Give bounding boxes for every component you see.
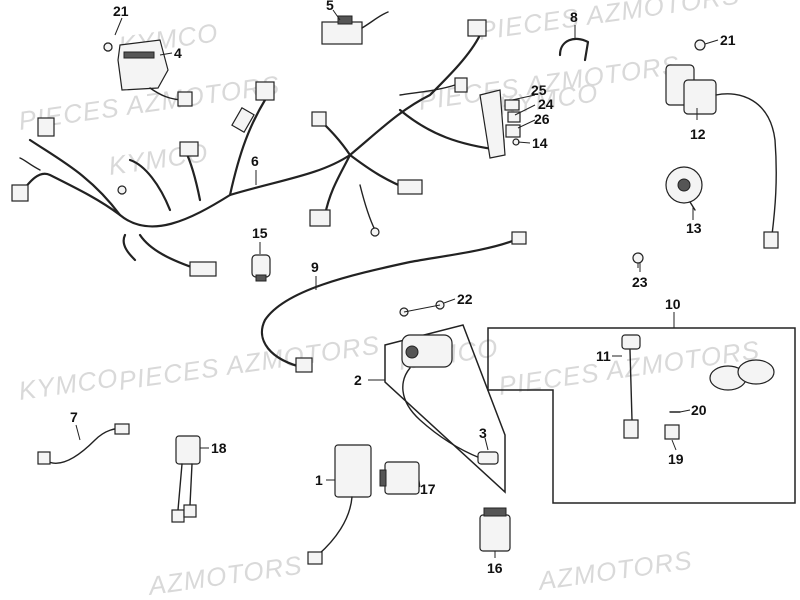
callout-21-right: 21 [720, 32, 736, 48]
callout-10: 10 [665, 296, 681, 312]
connector-icon [231, 107, 255, 133]
callout-9: 9 [311, 259, 319, 275]
relay-18 [171, 435, 201, 523]
starter-relay [479, 507, 511, 552]
horn [665, 166, 703, 211]
callout-3: 3 [479, 425, 487, 441]
callout-16: 16 [487, 560, 503, 576]
seal-icon [664, 424, 680, 440]
connector-icon [114, 423, 130, 435]
connector-icon [454, 77, 468, 93]
callout-labels: 21 4 5 6 8 21 12 13 25 24 26 14 15 9 23 … [70, 0, 736, 576]
connector-icon [467, 19, 487, 37]
nut-icon [694, 39, 706, 51]
terminal-icon [511, 231, 527, 245]
connector-icon [763, 231, 779, 249]
callout-24: 24 [538, 96, 554, 112]
terminal-icon [117, 185, 127, 195]
battery-cable [260, 231, 527, 373]
callout-2: 2 [354, 372, 362, 388]
ignition-switch [665, 39, 779, 249]
callout-11: 11 [596, 348, 611, 364]
callout-14: 14 [532, 135, 548, 151]
callout-1: 1 [315, 472, 323, 488]
connector-icon [311, 111, 327, 127]
connector-icon [37, 117, 55, 137]
terminal-icon [295, 357, 313, 373]
watermark-text: AZMOTORS [535, 545, 695, 597]
connector-icon [11, 184, 29, 202]
callout-7: 7 [70, 409, 78, 425]
connector-icon [171, 509, 185, 523]
callout-19: 19 [668, 451, 684, 467]
bolt-23 [632, 252, 644, 268]
key-set-group [487, 327, 796, 504]
callout-4: 4 [174, 45, 182, 61]
watermark-text: AZMOTORS [145, 550, 305, 600]
wire-clamp [558, 37, 590, 62]
terminal-icon [370, 227, 380, 237]
connector-icon [623, 419, 639, 439]
connector-icon [307, 551, 323, 565]
sensor-icon [37, 451, 51, 465]
callout-18: 18 [211, 440, 227, 456]
key-icon [737, 359, 775, 385]
relay-icon [507, 111, 521, 123]
bolt-21-left [103, 42, 113, 52]
callout-6: 6 [251, 153, 259, 169]
callout-12: 12 [690, 126, 706, 142]
callout-8: 8 [570, 9, 578, 25]
watermark-text: PIECES AZMOTORS [117, 330, 382, 396]
main-wiring-harness [11, 19, 505, 277]
relay-icon [504, 99, 520, 111]
connector-icon [255, 81, 275, 101]
starter-assembly-group [384, 300, 506, 494]
sensor-cable [37, 423, 130, 465]
connector-icon [189, 261, 217, 277]
connector-icon [397, 179, 423, 195]
callout-21-left: 21 [113, 3, 129, 19]
spark-plug-cap-icon [477, 451, 499, 465]
callout-23: 23 [632, 274, 648, 290]
fuse-holder [251, 254, 271, 282]
callout-13: 13 [686, 220, 702, 236]
connector-icon [179, 141, 199, 157]
watermark-text: PIECES AZMOTORS [477, 0, 742, 46]
callout-17: 17 [420, 481, 436, 497]
callout-22: 22 [457, 291, 473, 307]
flasher-relay [379, 461, 420, 495]
relay-icon [505, 124, 521, 138]
callout-25: 25 [531, 82, 547, 98]
connector-icon [183, 504, 197, 518]
callout-20: 20 [691, 402, 707, 418]
watermark-text: KYMCO [17, 362, 121, 406]
starter-motor-icon [401, 334, 453, 368]
callout-5: 5 [326, 0, 334, 13]
leader-lines [75, 9, 719, 558]
regulator-unit [103, 39, 193, 107]
relay-block [321, 11, 389, 45]
callout-26: 26 [534, 111, 550, 127]
connector-icon [177, 91, 193, 107]
lock-cylinder-icon [621, 334, 641, 350]
cdi-unit [307, 444, 372, 565]
callout-15: 15 [252, 225, 268, 241]
connector-icon [309, 209, 331, 227]
